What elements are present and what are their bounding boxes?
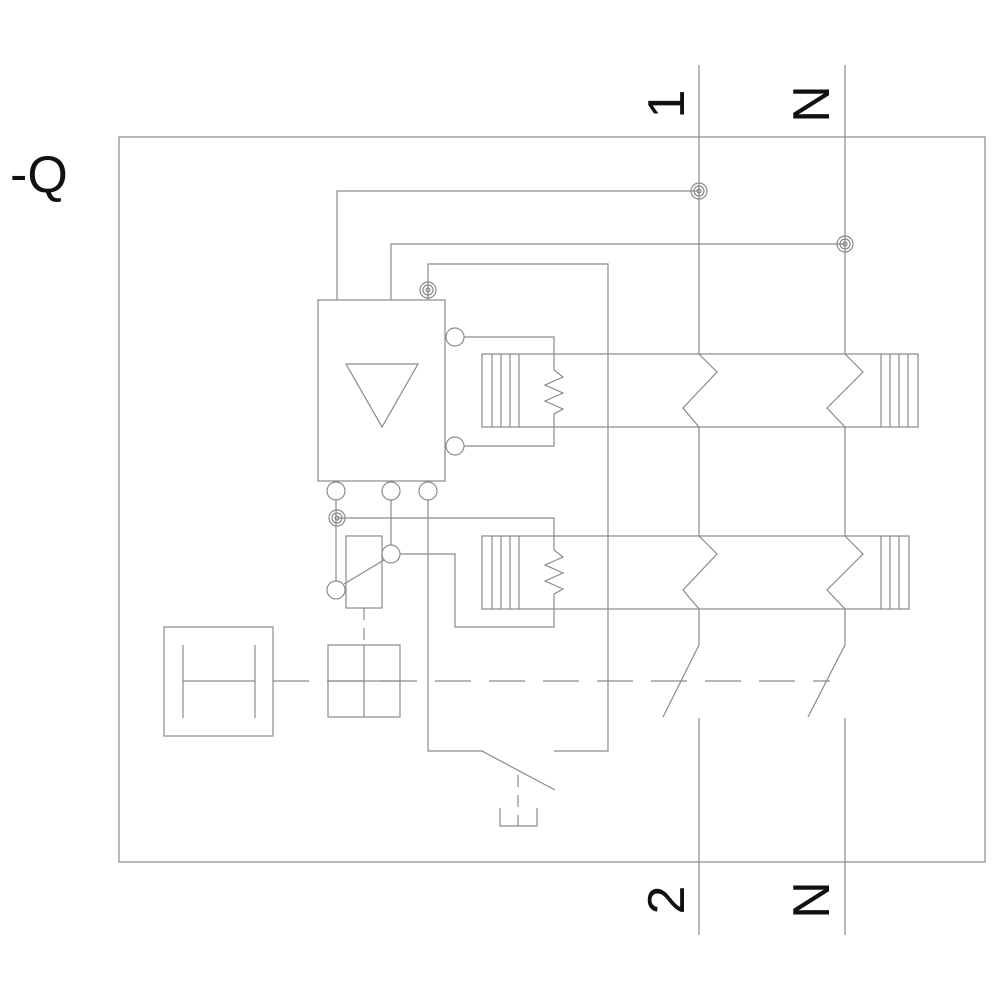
relay-diagonal <box>343 559 385 585</box>
relay-contact-right <box>381 544 401 564</box>
manual-operator <box>163 626 274 737</box>
current-transformer-bottom <box>481 535 910 610</box>
current-transformer-top <box>481 353 919 428</box>
wire-neutral-tap <box>390 243 845 300</box>
secondary-winding-bottom <box>337 517 565 628</box>
terminal-label-bottom-n: N <box>783 881 841 919</box>
electronics-module <box>317 299 465 501</box>
terminal-label-top-1: 1 <box>638 90 696 119</box>
terminal-label-bottom-2: 2 <box>638 886 696 915</box>
wire-test-loop <box>427 263 609 752</box>
secondary-winding-top <box>464 336 565 447</box>
device-designation: -Q <box>10 146 68 204</box>
phase-conductor <box>662 65 718 935</box>
device-enclosure <box>118 136 986 863</box>
neutral-conductor <box>807 65 864 935</box>
test-button-icon <box>499 808 538 827</box>
test-switch <box>427 500 556 791</box>
terminal-label-top-n: N <box>783 85 841 123</box>
wire-phase-tap <box>336 190 699 300</box>
amplifier-triangle-icon <box>344 363 420 429</box>
connection-points <box>328 182 854 527</box>
relay-contact-left <box>326 580 346 600</box>
